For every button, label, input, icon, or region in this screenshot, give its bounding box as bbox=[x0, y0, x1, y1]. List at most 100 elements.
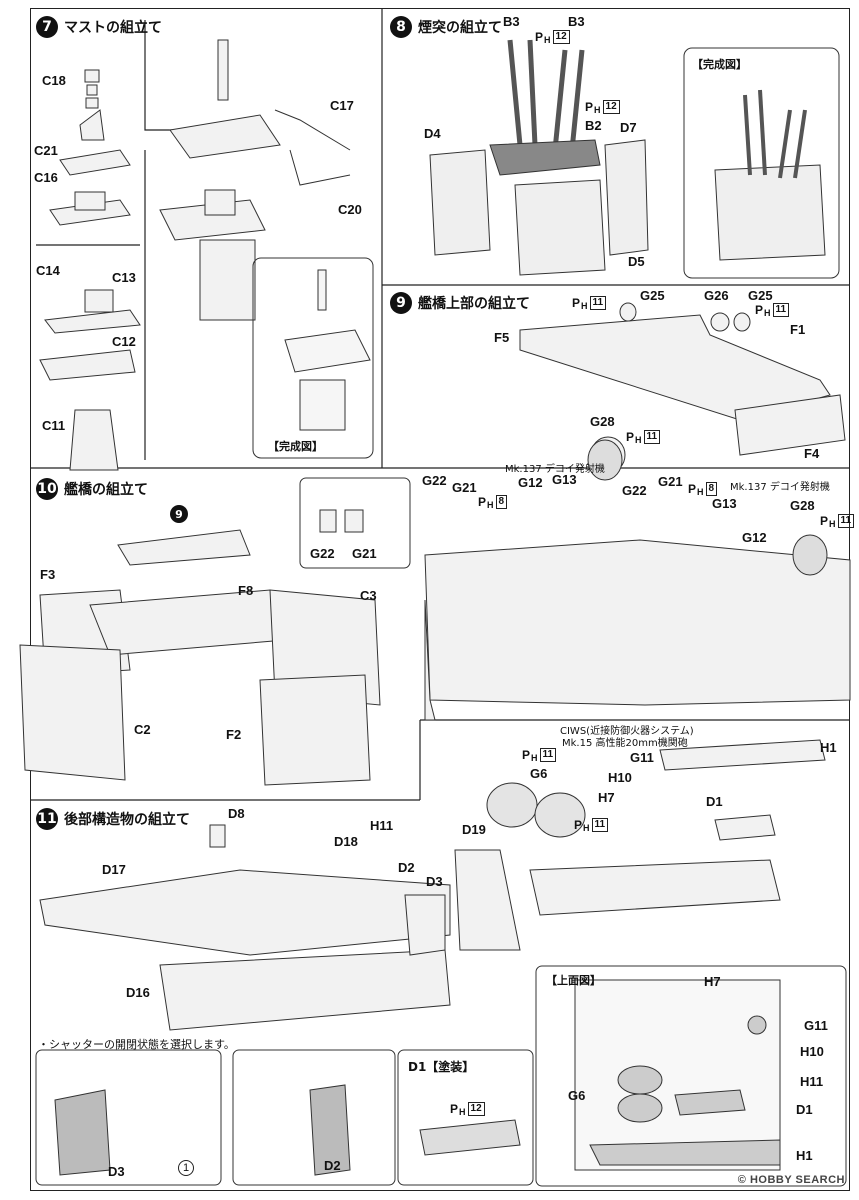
part-label: D1 bbox=[796, 1102, 813, 1117]
part-label: C21 bbox=[34, 143, 58, 158]
step-8-number: 8 bbox=[390, 16, 412, 38]
part-label: F3 bbox=[40, 567, 56, 582]
inset-title: 【完成図】 bbox=[692, 58, 747, 71]
part-label: F4 bbox=[804, 446, 820, 461]
step-9-title: 艦橋上部の組立て bbox=[418, 296, 530, 312]
part-label: G26 bbox=[704, 288, 729, 303]
part-label: B2 bbox=[585, 118, 602, 133]
part-label: D19 bbox=[462, 822, 486, 837]
part-label: G6 bbox=[530, 766, 548, 781]
part-label: G22 bbox=[622, 483, 647, 498]
part-label: F8 bbox=[238, 583, 254, 598]
step-9-header: 9 艦橋上部の組立て bbox=[390, 292, 530, 314]
part-label: G22 bbox=[310, 546, 335, 561]
decoy-launcher-note: Mk.137 デコイ発射機 bbox=[505, 464, 605, 475]
part-label: D2 bbox=[398, 860, 415, 875]
part-label: G6 bbox=[568, 1088, 586, 1103]
part-label: C2 bbox=[134, 722, 151, 737]
part-label: F5 bbox=[494, 330, 510, 345]
part-label: G25 bbox=[748, 288, 773, 303]
part-label: C16 bbox=[34, 170, 58, 185]
part-label: G12 bbox=[742, 530, 767, 545]
part-label: G28 bbox=[590, 414, 615, 429]
part-label: D4 bbox=[424, 126, 441, 141]
part-label: H11 bbox=[800, 1074, 824, 1089]
part-label: C3 bbox=[360, 588, 377, 603]
part-label: D16 bbox=[126, 985, 150, 1000]
part-label: G21 bbox=[658, 474, 683, 489]
part-label: G11 bbox=[804, 1018, 828, 1033]
part-label: C13 bbox=[112, 270, 136, 285]
step-11-title: 後部構造物の組立て bbox=[64, 812, 190, 828]
step-10-header: 10 艦橋の組立て bbox=[36, 478, 148, 500]
step-8-title: 煙突の組立て bbox=[418, 20, 502, 36]
part-label: C12 bbox=[112, 334, 136, 349]
part-label: G21 bbox=[452, 480, 477, 495]
part-label: H7 bbox=[598, 790, 615, 805]
part-label: H10 bbox=[800, 1044, 824, 1059]
part-label: H7 bbox=[704, 974, 721, 989]
step-10-title: 艦橋の組立て bbox=[64, 482, 148, 498]
part-label: G13 bbox=[552, 472, 577, 487]
step-9-reference: 9 bbox=[170, 505, 188, 523]
part-label: G12 bbox=[518, 475, 543, 490]
step-7-number: 7 bbox=[36, 16, 58, 38]
part-label: F2 bbox=[226, 727, 242, 742]
part-label: C17 bbox=[330, 98, 354, 113]
step-11-number: 11 bbox=[36, 808, 58, 830]
part-label: F1 bbox=[790, 322, 806, 337]
part-label: C18 bbox=[42, 73, 66, 88]
part-label: H1 bbox=[796, 1148, 813, 1163]
part-label: H10 bbox=[608, 770, 632, 785]
part-label: D2 bbox=[324, 1158, 341, 1173]
part-label: D3 bbox=[108, 1164, 125, 1179]
step-11-header: 11 後部構造物の組立て bbox=[36, 808, 190, 830]
part-label: G13 bbox=[712, 496, 737, 511]
step-7-header: 7 マストの組立て bbox=[36, 16, 162, 38]
part-label: D1 bbox=[706, 794, 723, 809]
part-label: D7 bbox=[620, 120, 637, 135]
part-label: G25 bbox=[640, 288, 665, 303]
part-label: G21 bbox=[352, 546, 377, 561]
part-label: D17 bbox=[102, 862, 126, 877]
choice-number: 1 bbox=[178, 1160, 194, 1176]
paint-box-title: D1【塗装】 bbox=[408, 1060, 475, 1074]
part-label: D5 bbox=[628, 254, 645, 269]
inset-title: 【完成図】 bbox=[268, 440, 323, 453]
step-10-number: 10 bbox=[36, 478, 58, 500]
top-view-title: 【上面図】 bbox=[546, 974, 601, 987]
part-label: H11 bbox=[370, 818, 394, 833]
part-label: D3 bbox=[426, 874, 443, 889]
step-9-number: 9 bbox=[390, 292, 412, 314]
part-label: C11 bbox=[42, 418, 66, 433]
ciws-note: Mk.15 高性能20mm機関砲 bbox=[562, 738, 688, 749]
part-label: D8 bbox=[228, 806, 245, 821]
part-label: B3 bbox=[503, 14, 520, 29]
part-label: G11 bbox=[630, 750, 654, 765]
part-label: D18 bbox=[334, 834, 358, 849]
step-7-title: マストの組立て bbox=[64, 20, 162, 36]
watermark: © HOBBY SEARCH bbox=[737, 1174, 845, 1186]
decoy-launcher-note: Mk.137 デコイ発射機 bbox=[730, 482, 830, 493]
part-label: G28 bbox=[790, 498, 815, 513]
step-8-header: 8 煙突の組立て bbox=[390, 16, 502, 38]
shutter-note: ・シャッターの開閉状態を選択します。 bbox=[38, 1038, 235, 1051]
part-label: B3 bbox=[568, 14, 585, 29]
ciws-note: CIWS(近接防御火器システム) bbox=[560, 726, 694, 737]
part-label: G22 bbox=[422, 473, 447, 488]
part-label: H1 bbox=[820, 740, 837, 755]
part-label: C14 bbox=[36, 263, 60, 278]
part-label: C20 bbox=[338, 202, 362, 217]
